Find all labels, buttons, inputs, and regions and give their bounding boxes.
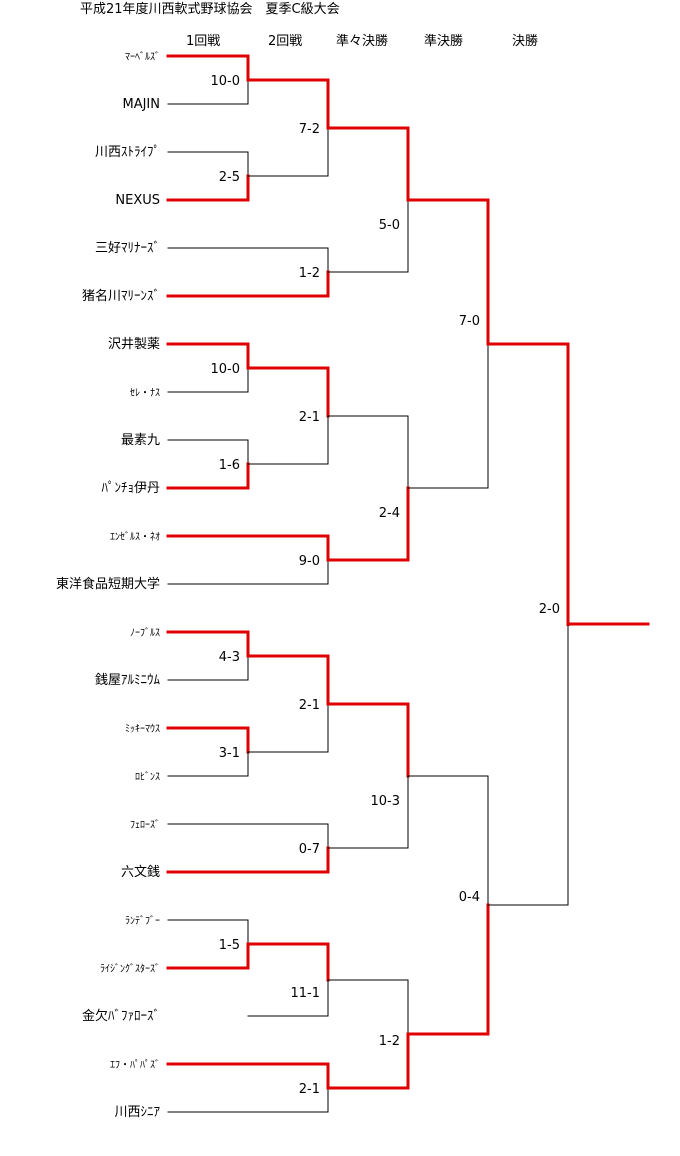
team-name: ﾗｲｼﾞﾝｸﾞｽﾀｰｽﾞ <box>100 963 160 975</box>
team-name: 六文銭 <box>121 865 160 880</box>
team-name: 東洋食品短期大学 <box>56 576 160 592</box>
team-name: ﾗﾝﾃﾞﾌﾞｰ <box>125 915 160 927</box>
round-header-1: 1回戦 <box>186 34 220 49</box>
round-header-2: 2回戦 <box>268 34 302 49</box>
team-name: 猪名川ﾏﾘｰﾝｽﾞ <box>82 288 160 304</box>
score-qf: 2-4 <box>379 506 400 521</box>
team-name: ﾊﾟﾝﾁｮ伊丹 <box>101 481 160 496</box>
round-header-sf: 準決勝 <box>424 33 463 49</box>
team-name: 沢井製薬 <box>108 337 160 352</box>
score-r2: 2-1 <box>299 698 320 713</box>
score-r2: 1-2 <box>299 266 320 281</box>
team-name: 金欠ﾊﾞﾌｧﾛｰｽﾞ <box>82 1008 160 1024</box>
score-qf: 5-0 <box>379 218 400 233</box>
team-name: ｾﾚ・ﾅｽ <box>130 387 160 399</box>
team-name: 三好ﾏﾘﾅｰｽﾞ <box>95 241 160 256</box>
team-name: MAJIN <box>122 97 160 112</box>
score-r1: 1-5 <box>219 938 240 953</box>
score-r1: 3-1 <box>219 746 240 761</box>
team-name: ﾏｰﾍﾞﾙｽﾞ <box>125 51 160 63</box>
score-r1: 10-0 <box>210 74 240 89</box>
team-name: ﾛﾋﾞﾝｽ <box>135 771 160 783</box>
team-name: 川西ｽﾄﾗｲﾌﾟ <box>95 145 160 160</box>
score-r1: 1-6 <box>219 458 240 473</box>
score-qf: 10-3 <box>370 794 400 809</box>
score-r2: 0-7 <box>299 842 320 857</box>
bracket-lines <box>166 54 650 1113</box>
page-title: 平成21年度川西軟式野球協会 夏季C級大会 <box>80 1 340 17</box>
score-qf: 1-2 <box>379 1034 400 1049</box>
team-name: ﾐｯｷｰﾏｳｽ <box>125 723 160 735</box>
score-r2: 7-2 <box>299 122 320 137</box>
score-r1: 4-3 <box>219 650 240 665</box>
team-name: ｴﾌ・ﾊﾟﾊﾟｽﾞ <box>110 1059 160 1071</box>
score-r1: 2-5 <box>219 170 240 185</box>
score-sf: 0-4 <box>459 890 480 905</box>
score-final: 2-0 <box>539 602 560 617</box>
score-r1: 10-0 <box>210 362 240 377</box>
team-name: 川西ｼﾆｱ <box>114 1105 160 1120</box>
team-name: ｴﾝｾﾞﾙｽ・ﾈｵ <box>110 531 160 543</box>
score-r2: 2-1 <box>299 410 320 425</box>
team-name: ﾉｰﾌﾞﾙｽ <box>130 627 160 639</box>
score-r2: 9-0 <box>299 554 320 569</box>
score-r2: 11-1 <box>290 986 320 1001</box>
team-name: 銭屋ｱﾙﾐﾆｳﾑ <box>95 673 161 688</box>
round-header-qf: 準々決勝 <box>336 33 388 49</box>
score-r2: 2-1 <box>299 1082 320 1097</box>
team-name: ﾌｪﾛｰｽﾞ <box>130 819 160 831</box>
score-sf: 7-0 <box>459 314 480 329</box>
round-header-final: 決勝 <box>512 34 538 49</box>
team-name: 最素九 <box>121 433 160 448</box>
team-name: NEXUS <box>115 193 160 208</box>
